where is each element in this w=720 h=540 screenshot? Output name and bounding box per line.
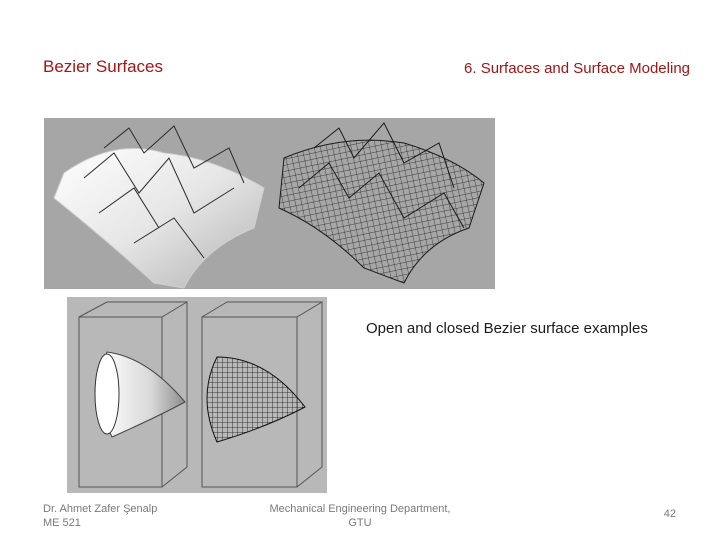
footer-author: Dr. Ahmet Zafer Şenalp — [43, 503, 158, 515]
wireframe-surface — [278, 139, 485, 284]
chapter-title: 6. Surfaces and Surface Modeling — [464, 60, 690, 77]
slide-title: Bezier Surfaces — [43, 57, 163, 76]
figure-caption: Open and closed Bezier surface examples — [366, 320, 648, 337]
open-bezier-surface-figure — [44, 118, 495, 289]
footer-department: Mechanical Engineering Department, — [269, 503, 451, 515]
footer-department-block: Mechanical Engineering Department, GTU — [265, 502, 455, 530]
page-number: 42 — [663, 508, 676, 520]
footer-course: ME 521 — [43, 517, 81, 529]
footer-author-block: Dr. Ahmet Zafer Şenalp ME 521 — [43, 502, 157, 530]
shaded-surface — [53, 148, 265, 289]
closed-bezier-surface-figure — [67, 297, 327, 493]
closed-wireframe-surface — [206, 356, 306, 443]
footer-university: GTU — [348, 517, 372, 529]
